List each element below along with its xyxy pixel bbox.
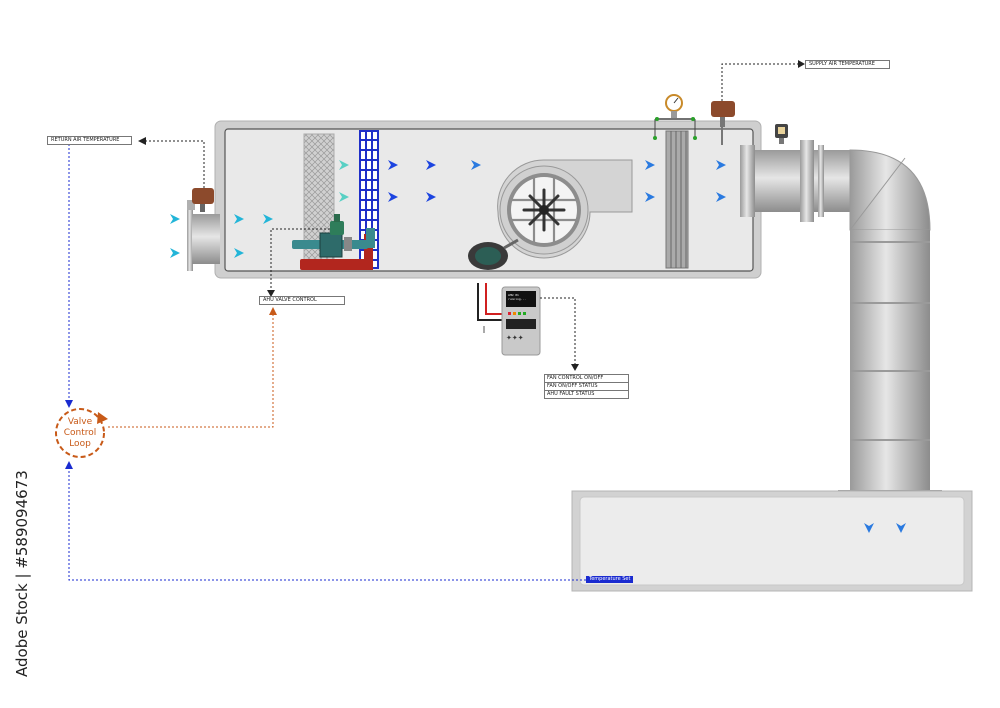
valve-control-loop-label: Valve Control Loop bbox=[63, 416, 97, 449]
fan-status-list: FAN CONTROL ON/OFF FAN ON/OFF STATUS AHU… bbox=[544, 374, 629, 399]
damper-actuator-icon bbox=[775, 124, 788, 144]
controller-wiring bbox=[477, 283, 505, 333]
airflow-arrows bbox=[170, 160, 726, 258]
pressure-gauge-icon bbox=[653, 94, 697, 140]
return-air-inlet-duct bbox=[187, 200, 220, 271]
temperature-set-badge: Temperature Set bbox=[586, 576, 634, 583]
fan-motor-icon bbox=[468, 238, 519, 270]
valve-assembly bbox=[292, 228, 375, 270]
controller-panel-icon: ✦✦✦ bbox=[501, 286, 541, 356]
centrifugal-fan-icon bbox=[497, 159, 633, 259]
svg-text:✦✦✦: ✦✦✦ bbox=[506, 334, 524, 342]
room-box bbox=[571, 490, 973, 592]
ahu-fault-status-label: AHU FAULT STATUS bbox=[544, 391, 629, 399]
supply-coil bbox=[665, 130, 689, 269]
room-airflow-arrows bbox=[864, 523, 906, 533]
signal-lines bbox=[65, 60, 805, 581]
valve-control-loop-circle bbox=[55, 408, 108, 458]
return-air-sensor-icon bbox=[192, 188, 214, 212]
supply-duct bbox=[740, 140, 942, 514]
stock-watermark: Adobe Stock | #589094673 bbox=[13, 470, 31, 677]
fan-status-label: FAN ON/OFF STATUS bbox=[544, 383, 629, 391]
return-air-temperature-label: RETURN AIR TEMPERATURE bbox=[47, 136, 132, 145]
supply-air-sensor-icon bbox=[711, 101, 735, 145]
ahu-valve-control-label: AHU VALVE CONTROL bbox=[259, 296, 345, 305]
supply-air-temperature-label: SUPPLY AIR TEMPERATURE bbox=[805, 60, 890, 69]
control-valve-icon bbox=[330, 214, 344, 235]
controller-screen: AHU 01 running... bbox=[508, 293, 527, 301]
fan-control-label: FAN CONTROL ON/OFF bbox=[544, 374, 629, 383]
